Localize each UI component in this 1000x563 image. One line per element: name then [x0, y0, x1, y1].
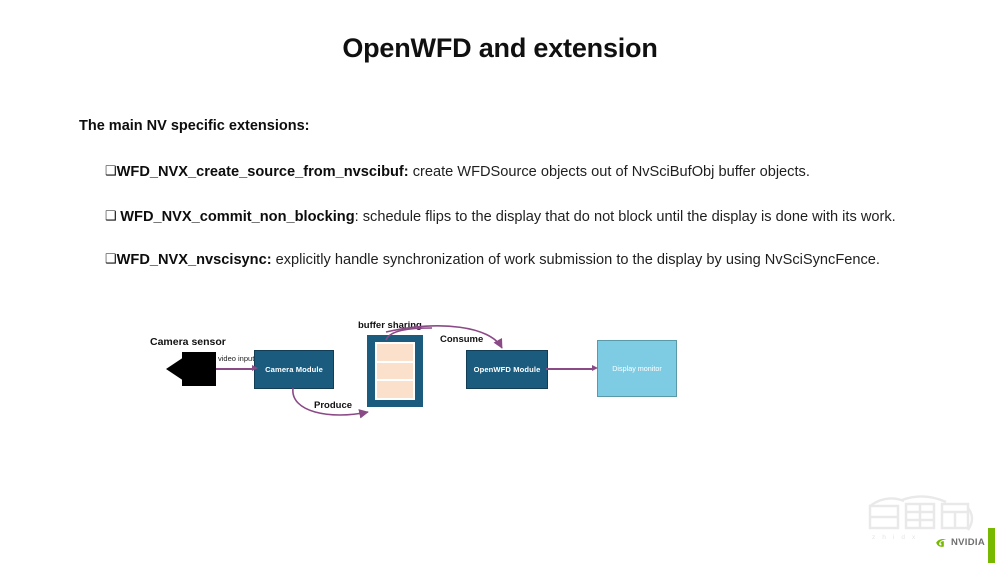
- buffer-segment: [377, 344, 413, 361]
- buffer-segment: [377, 362, 413, 380]
- arrow-buffer-sharing-curve: [385, 327, 433, 341]
- arrow-consume-curve: [385, 325, 503, 349]
- label-buffer-sharing: buffer sharing: [358, 320, 422, 331]
- arrow-openwfd-to-display-line: [546, 368, 594, 370]
- camera-icon: [166, 352, 216, 386]
- label-produce: Produce: [314, 400, 353, 411]
- node-display-monitor: Display monitor: [597, 340, 677, 397]
- bullet-item-1: ❑WFD_NVX_create_source_from_nvscibuf: cr…: [105, 163, 810, 182]
- bullet-api-name-1: WFD_NVX_create_source_from_nvscibuf:: [116, 164, 409, 180]
- camera-body-icon: [182, 352, 216, 386]
- node-camera-module-label: Camera Module: [265, 365, 323, 374]
- bullet-api-name-2: WFD_NVX_commit_non_blocking: [120, 209, 355, 225]
- architecture-diagram: Camera sensor buffer sharing Produce Con…: [140, 308, 720, 423]
- node-camera-module: Camera Module: [254, 350, 334, 389]
- bullet-item-3: ❑WFD_NVX_nvscisync: explicitly handle sy…: [105, 251, 880, 270]
- nvidia-logo: NVIDIA: [935, 537, 985, 548]
- slide-title: OpenWFD and extension: [342, 33, 658, 63]
- intro-line: The main NV specific extensions:: [79, 118, 310, 134]
- node-openwfd-module-label: OpenWFD Module: [473, 365, 541, 374]
- checkbox-glyph-icon: ❑: [105, 208, 121, 223]
- node-display-monitor-label: Display monitor: [612, 364, 662, 373]
- node-shared-buffer: [367, 335, 423, 407]
- bullet-item-2: ❑ WFD_NVX_commit_non_blocking: schedule …: [105, 208, 896, 227]
- bullet-description-3: explicitly handle synchronization of wor…: [271, 252, 880, 268]
- nvidia-wordmark: NVIDIA: [951, 537, 985, 548]
- accent-bar: [988, 528, 995, 563]
- curved-arrows-group: [292, 325, 503, 419]
- nvidia-eye-icon: [936, 538, 947, 547]
- arrow-openwfd-to-display-head-icon: [592, 364, 598, 371]
- checkbox-glyph-icon: ❑: [105, 163, 117, 178]
- label-consume: Consume: [440, 334, 484, 345]
- bullet-description-2: : schedule flips to the display that do …: [354, 209, 896, 225]
- bullet-description-1: create WFDSource objects out of NvSciBuf…: [408, 164, 810, 180]
- camera-lens-icon: [166, 357, 184, 381]
- node-openwfd-module: OpenWFD Module: [466, 350, 548, 389]
- arrow-produce-curve: [292, 387, 369, 419]
- arrow-video-input-line: [216, 368, 254, 370]
- bullet-api-name-3: WFD_NVX_nvscisync:: [116, 252, 272, 268]
- shared-buffer-inner: [375, 342, 415, 400]
- buffer-segment: [377, 381, 413, 399]
- label-video-input: video input: [218, 354, 255, 363]
- label-camera-sensor: Camera sensor: [150, 336, 226, 348]
- checkbox-glyph-icon: ❑: [105, 251, 117, 266]
- arrow-video-input-head-icon: [252, 364, 258, 371]
- watermark-pinyin: z h i d x: [872, 534, 918, 541]
